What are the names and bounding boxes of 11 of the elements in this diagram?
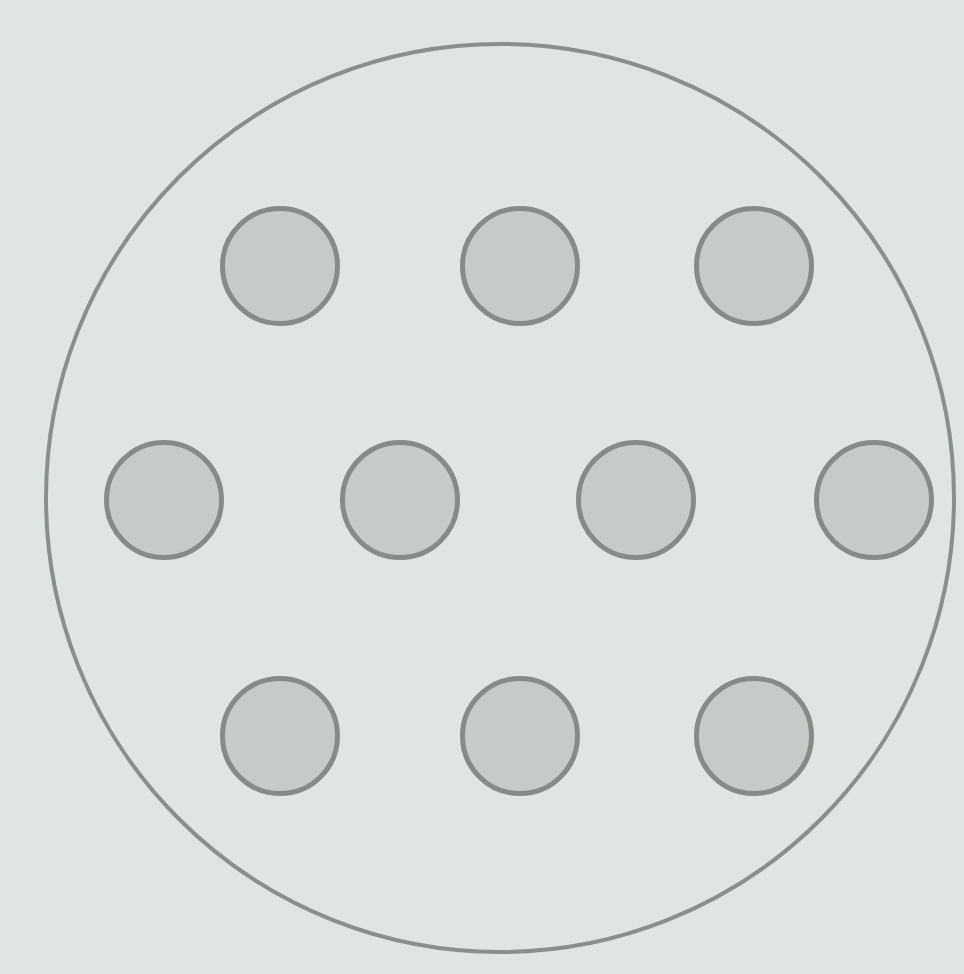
small-circle <box>694 676 814 796</box>
small-circle <box>460 676 580 796</box>
small-circle <box>460 206 580 326</box>
small-circle <box>104 440 224 560</box>
small-circle <box>814 440 934 560</box>
small-circle <box>220 676 340 796</box>
small-circle <box>694 206 814 326</box>
small-circle <box>340 440 460 560</box>
small-circle <box>220 206 340 326</box>
small-circle <box>576 440 696 560</box>
large-circle <box>44 42 956 954</box>
